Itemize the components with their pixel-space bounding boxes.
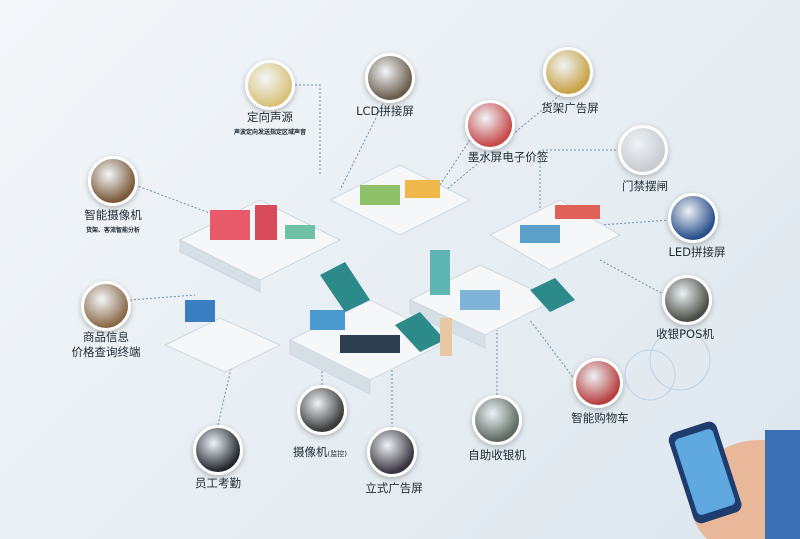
store-fixtures: [185, 180, 600, 356]
camera-label: 摄像机(监控): [293, 445, 347, 462]
smartphone-in-hand: [668, 421, 800, 539]
epaper-tag-label: 墨水屏电子价签: [467, 150, 549, 164]
gate-thumbnail: [618, 125, 668, 175]
smart-camera-thumbnail: [88, 156, 138, 206]
gate-label: 门禁摆闸: [622, 179, 668, 193]
directional-speaker-label: 定向声源: [247, 110, 293, 124]
attendance-label: 员工考勤: [195, 476, 241, 490]
camera-thumbnail: [297, 385, 347, 435]
pos-thumbnail: [662, 275, 712, 325]
led-wall-thumbnail: [668, 193, 718, 243]
directional-speaker-thumbnail: [245, 60, 295, 110]
smart-cart-thumbnail: [573, 358, 623, 408]
self-checkout-label: 自助收银机: [468, 448, 526, 462]
shelf-ad-thumbnail: [543, 47, 593, 97]
smart-camera-label: 智能摄像机: [84, 208, 142, 222]
camera-label-note: (监控): [327, 450, 347, 458]
epaper-tag-thumbnail: [465, 100, 515, 150]
network-cloud: [624, 329, 711, 401]
pos-label: 收银POS机: [656, 327, 714, 341]
lcd-wall-label: LCD拼接屏: [356, 104, 414, 118]
price-terminal-label-2: 价格查询终端: [71, 345, 141, 359]
standing-ad-label: 立式广告屏: [365, 481, 423, 495]
standing-ad-thumbnail: [367, 427, 417, 477]
price-terminal-label-1: 商品信息: [83, 330, 129, 344]
self-checkout-thumbnail: [472, 395, 522, 445]
directional-speaker-desc: 声波定向发送指定区域声音: [233, 129, 307, 136]
price-terminal-thumbnail: [81, 281, 131, 331]
smart-camera-desc: 货架、客流智能分析: [85, 227, 141, 234]
shelf-ad-label: 货架广告屏: [541, 101, 599, 115]
camera-label-main: 摄像机: [293, 445, 328, 459]
lcd-wall-thumbnail: [365, 53, 415, 103]
smart-cart-label: 智能购物车: [571, 411, 629, 425]
attendance-thumbnail: [193, 425, 243, 475]
led-wall-label: LED拼接屏: [668, 245, 726, 259]
